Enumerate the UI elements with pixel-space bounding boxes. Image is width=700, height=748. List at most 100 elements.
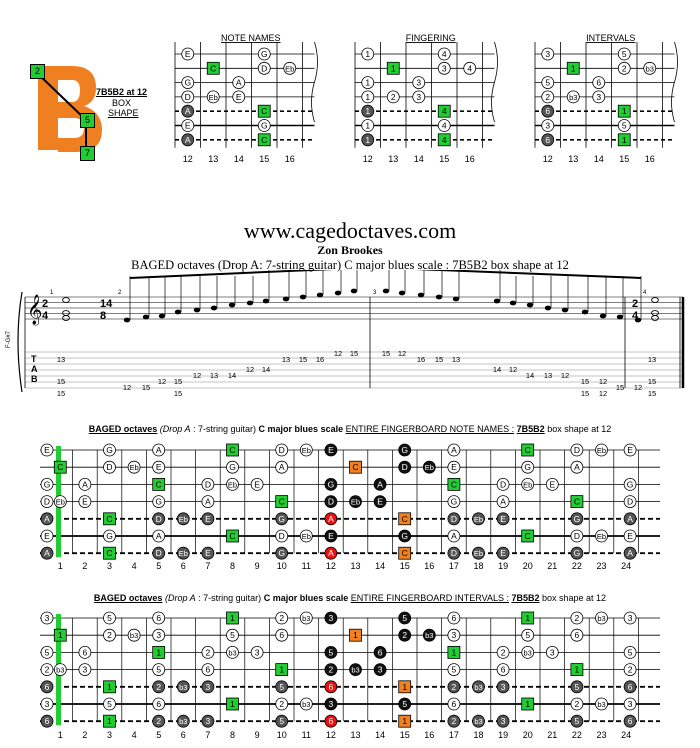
board-note-marker: 6	[570, 628, 584, 642]
note-head	[634, 317, 642, 323]
svg-text:b3: b3	[597, 614, 605, 623]
board-note-marker: Eb	[299, 443, 313, 457]
svg-text:1: 1	[107, 682, 112, 692]
tab-number: 13	[544, 371, 552, 380]
board-note-marker: 6	[324, 714, 338, 728]
top-note-marker: 1	[566, 61, 580, 75]
svg-text:E: E	[328, 531, 334, 541]
note-head	[316, 292, 324, 298]
svg-text:D: D	[156, 548, 162, 558]
chord-note	[62, 310, 70, 316]
board-note-marker: 5	[447, 663, 461, 676]
board-note-marker: E	[623, 529, 637, 543]
svg-text:C: C	[352, 462, 358, 472]
board-note-marker: C	[103, 546, 116, 560]
svg-text:3: 3	[83, 665, 88, 675]
svg-text:1: 1	[622, 135, 627, 145]
board2-title: BAGED octaves (Drop A : 7-string guitar)…	[0, 593, 700, 603]
board-note-marker: A	[623, 546, 637, 560]
board-note-marker: b3	[176, 680, 190, 694]
board-note-marker: D	[447, 512, 461, 526]
tab-number: 12	[398, 349, 406, 358]
fret-number: 10	[277, 730, 287, 740]
svg-text:A: A	[82, 479, 88, 489]
svg-text:b3: b3	[130, 631, 138, 640]
svg-text:Eb: Eb	[351, 498, 360, 507]
svg-text:E: E	[82, 497, 88, 507]
svg-text:E: E	[627, 445, 633, 455]
svg-text:C: C	[261, 106, 267, 116]
fret-number: 11	[302, 730, 311, 740]
tab-number: 15	[581, 377, 589, 386]
note-head	[452, 296, 460, 302]
svg-text:Eb: Eb	[228, 480, 237, 489]
tab-number: 12	[158, 377, 166, 386]
board-note-marker: b3	[299, 697, 313, 711]
svg-text:6: 6	[628, 682, 633, 692]
fret-number: 2	[82, 561, 87, 571]
board-note-marker: G	[152, 495, 166, 508]
svg-text:b3: b3	[474, 717, 482, 726]
board-note-marker: b3	[127, 628, 141, 642]
top-note-marker: 6	[592, 76, 606, 89]
svg-text:C: C	[261, 135, 267, 145]
svg-text:G: G	[328, 479, 335, 489]
svg-text:A: A	[500, 497, 506, 507]
board-note-marker: 5	[103, 697, 116, 711]
board-note-marker: 3	[373, 663, 387, 676]
board-note-marker: 5	[398, 697, 412, 711]
fret-number: 9	[255, 730, 260, 740]
svg-text:D: D	[156, 514, 162, 524]
board-note-marker: Eb	[176, 546, 190, 560]
svg-text:3: 3	[378, 665, 383, 675]
svg-text:1: 1	[156, 647, 161, 657]
board-note-marker: Eb	[299, 529, 313, 543]
svg-text:A: A	[236, 78, 242, 88]
tab-number: 16	[417, 355, 425, 364]
board-note-marker: D	[570, 529, 584, 543]
svg-text:3: 3	[416, 78, 421, 88]
svg-text:Eb: Eb	[285, 64, 294, 73]
svg-text:A: A	[377, 479, 383, 489]
svg-text:1: 1	[365, 135, 370, 145]
chord-note	[651, 315, 659, 321]
note-head	[526, 302, 534, 308]
svg-text:G: G	[524, 462, 531, 472]
svg-text:3: 3	[596, 92, 601, 102]
top-note-marker: 3	[412, 90, 426, 104]
board-note-marker: 6	[152, 611, 166, 625]
svg-text:5: 5	[107, 699, 112, 709]
svg-text:3: 3	[416, 92, 421, 102]
tab-number: 13	[282, 355, 290, 364]
board-note-marker: 2	[570, 611, 584, 625]
board-note-marker: 1	[226, 697, 239, 711]
board-note-marker: 3	[250, 646, 264, 659]
board-note-marker: 6	[447, 611, 461, 625]
svg-text:G: G	[574, 548, 581, 558]
svg-text:A: A	[205, 497, 211, 507]
board-note-marker: 6	[275, 628, 289, 642]
svg-text:E: E	[500, 548, 506, 558]
svg-text:D: D	[205, 479, 211, 489]
tab-number: 15	[648, 377, 656, 386]
board-note-marker: 3	[152, 628, 166, 642]
svg-text:E: E	[205, 548, 211, 558]
tab-number: 15	[581, 389, 589, 398]
svg-text:Eb: Eb	[523, 480, 532, 489]
svg-text:2: 2	[545, 92, 550, 102]
svg-text:3: 3	[501, 682, 506, 692]
svg-text:D: D	[451, 514, 457, 524]
svg-text:6: 6	[452, 699, 457, 709]
board-note-marker: Eb	[226, 478, 239, 491]
svg-text:A: A	[279, 462, 285, 472]
svg-text:1: 1	[402, 716, 407, 726]
svg-text:1: 1	[571, 63, 576, 73]
svg-text:5: 5	[156, 665, 161, 675]
note-head	[493, 298, 501, 304]
svg-text:3: 3	[206, 682, 211, 692]
fret-number: 12	[326, 730, 336, 740]
tab-number: 15	[174, 377, 182, 386]
svg-text:E: E	[627, 531, 633, 541]
